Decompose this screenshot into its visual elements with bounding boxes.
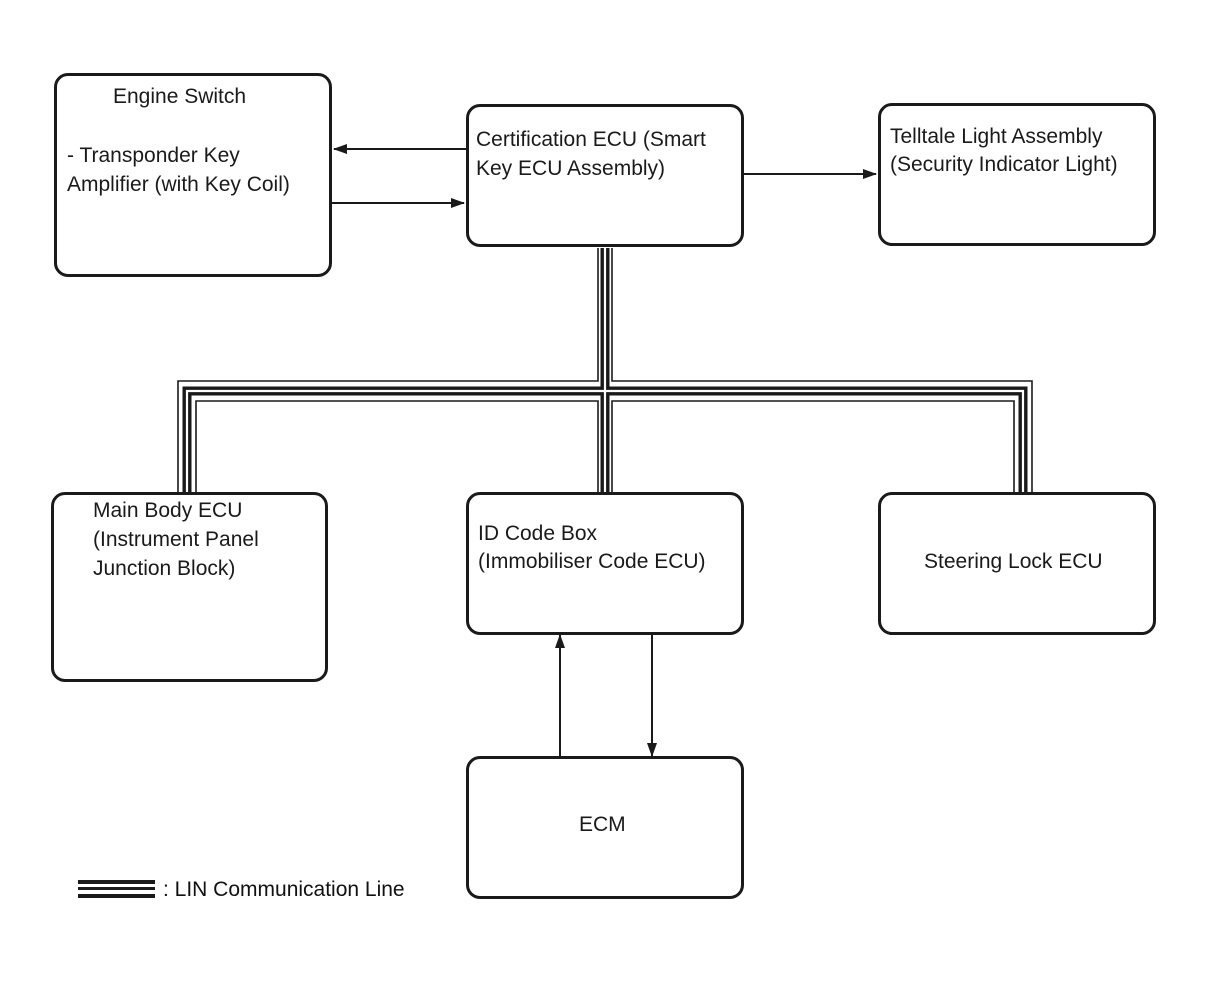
telltale-light-line2: (Security Indicator Light) — [890, 153, 1118, 176]
steering-lock-ecu-label: Steering Lock ECU — [924, 550, 1103, 573]
certification-ecu-line2: Key ECU Assembly) — [476, 157, 666, 180]
legend-label: : LIN Communication Line — [163, 878, 405, 901]
lin-bus — [177, 248, 1033, 497]
telltale-light-line1: Telltale Light Assembly — [890, 125, 1103, 148]
engine-switch-title: Engine Switch — [113, 85, 247, 108]
steering-lock-ecu-box — [878, 492, 1156, 635]
legend-lin-symbol — [78, 880, 155, 898]
arrows — [332, 144, 877, 758]
engine-switch-line1: - Transponder Key — [67, 144, 240, 167]
main-body-ecu-line1: Main Body ECU — [93, 499, 243, 522]
main-body-ecu-line3: Junction Block) — [93, 557, 236, 580]
main-body-ecu-line2: (Instrument Panel — [93, 528, 259, 551]
ecm-box — [466, 756, 744, 899]
id-code-box-line2: (Immobiliser Code ECU) — [478, 550, 706, 573]
engine-switch-box — [54, 73, 332, 277]
id-code-box-line1: ID Code Box — [478, 522, 598, 545]
certification-ecu-line1: Certification ECU (Smart — [476, 128, 706, 151]
telltale-light-box — [878, 103, 1156, 246]
ecm-label: ECM — [579, 813, 626, 836]
id-code-box-box — [466, 492, 744, 635]
main-body-ecu-box — [51, 492, 328, 682]
engine-switch-line2: Amplifier (with Key Coil) — [67, 173, 290, 196]
certification-ecu-box — [466, 104, 744, 247]
